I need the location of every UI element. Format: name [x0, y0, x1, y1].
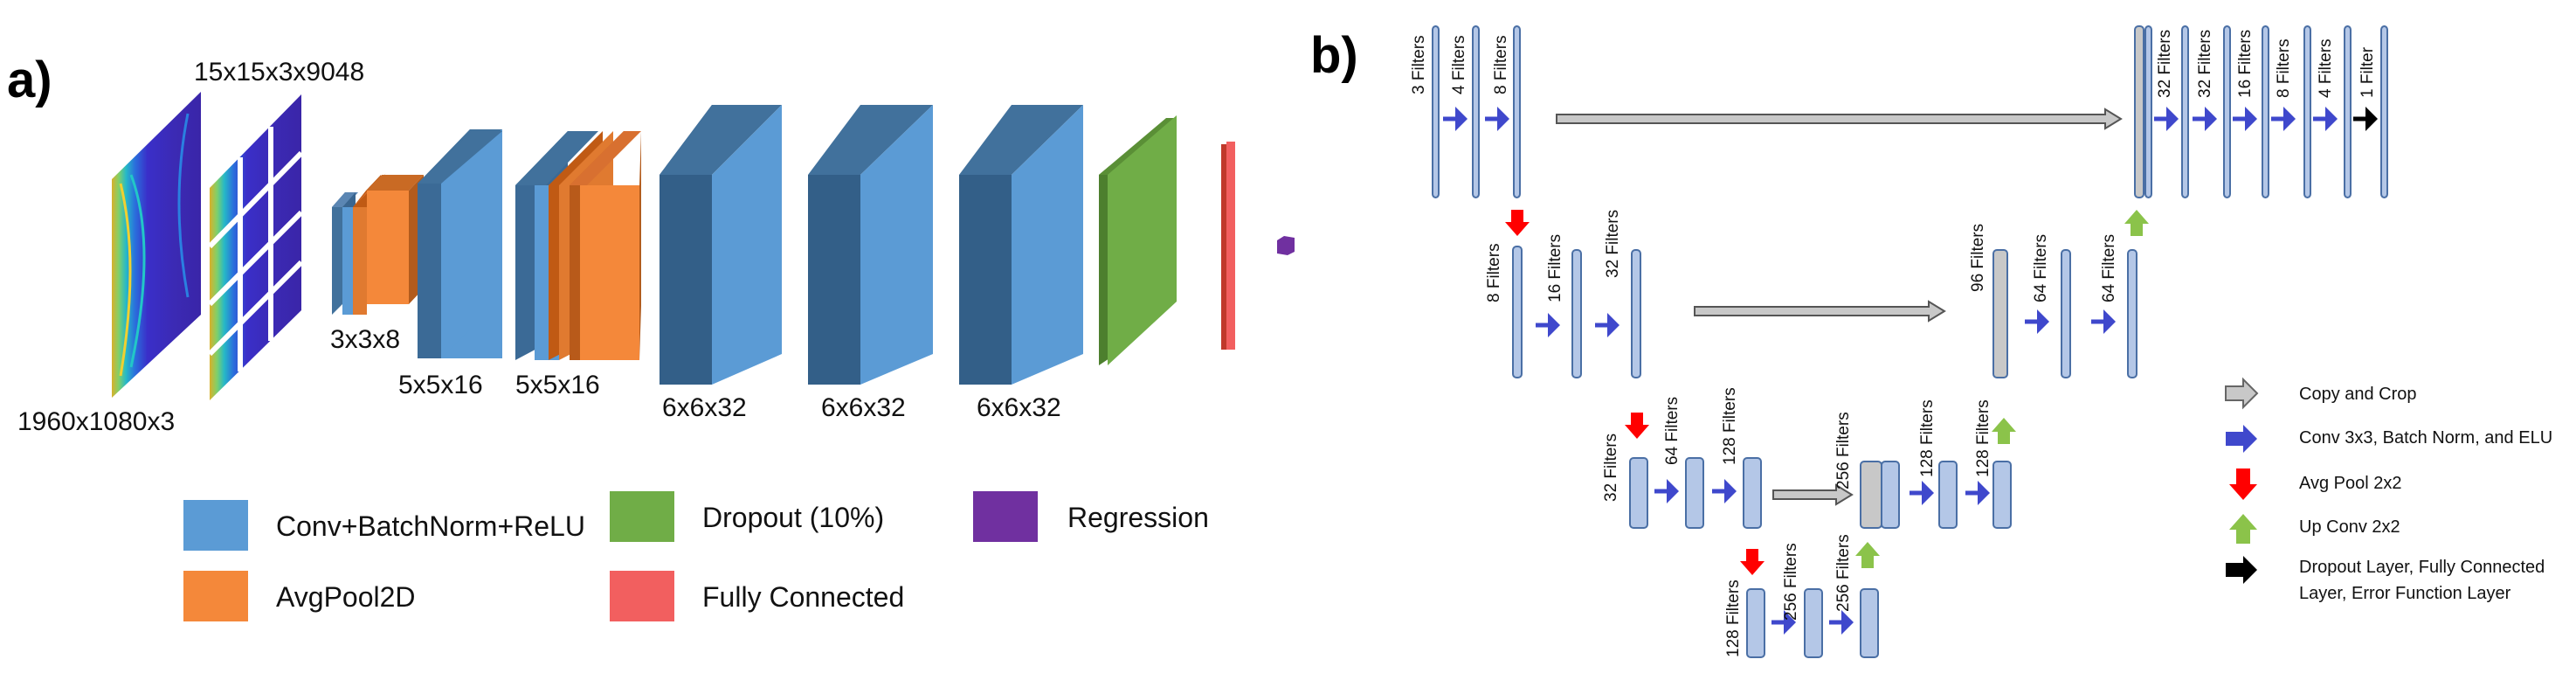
dim-pool1: 3x3x8 [330, 325, 401, 354]
layer-enc1-c [1513, 25, 1521, 198]
legend-conv-label: Conv 3x3, Batch Norm, and ELU [2299, 428, 2553, 448]
legend-swatch-regression [973, 491, 1038, 542]
panel-a-label: a) [7, 52, 52, 108]
legend-label-fc: Fully Connected [702, 581, 905, 613]
layer-dec3-a [1881, 461, 1900, 529]
input-image-slab [112, 92, 201, 398]
layer-bot-b [1804, 588, 1823, 658]
conv-arrow-dec1-e [2313, 107, 2338, 131]
conv6-block [959, 105, 1083, 385]
dim-conv4: 6x6x32 [662, 393, 747, 422]
conv-arrow-enc3-b [1712, 479, 1737, 503]
conv-arrow-enc3-a [1654, 479, 1679, 503]
dim-input: 1960x1080x3 [17, 407, 176, 436]
conv-arrow-dec1-c [2233, 107, 2257, 131]
conv-arrow-bot-b [1829, 610, 1854, 635]
layer-enc1-b [1472, 25, 1480, 198]
fully-connected-block [1221, 142, 1235, 350]
layer-dec1-d [2262, 25, 2269, 198]
dim-patches: 15x15x3x9048 [194, 58, 365, 87]
layer-enc3-a [1629, 457, 1648, 529]
patches-slab [207, 94, 304, 400]
conv-arrow-dec3-b [1965, 481, 1990, 505]
conv4-block [660, 105, 782, 385]
layer-dec2-concat [1992, 249, 2008, 378]
legend-label-dropout: Dropout (10%) [702, 502, 885, 533]
legend-final-label: Dropout Layer, Fully Connected Layer, Er… [2299, 558, 2545, 603]
conv-arrow-dec2-a [2025, 309, 2049, 334]
layer-enc2-b [1571, 249, 1582, 378]
dim-conv5: 6x6x32 [821, 393, 906, 422]
layer-dec1-c [2223, 25, 2231, 198]
layer-dec3-b [1938, 461, 1958, 529]
legend-swatch-fc [610, 571, 674, 621]
conv-arrow-enc2-a [1536, 313, 1560, 337]
layer-enc3-c [1743, 457, 1762, 529]
panel-b-label: b) [1310, 27, 1358, 84]
pool1-block [332, 173, 424, 315]
layer-enc2-c [1631, 249, 1641, 378]
legend-up-icon [2229, 514, 2257, 544]
legend-label-conv: Conv+BatchNorm+ReLU [276, 510, 585, 542]
copy-arrow-3 [1772, 483, 1854, 506]
cnn-architecture-diagram [112, 92, 1295, 400]
conv-arrow-enc2-b [1595, 313, 1619, 337]
conv-arrow-enc1-b [1485, 107, 1509, 131]
conv-arrow-dec1-a [2154, 107, 2179, 131]
copy-arrow-2 [1694, 300, 1946, 323]
up-arrow-2 [1992, 418, 2016, 444]
conv-arrow-dec3-a [1910, 481, 1934, 505]
dim-conv3: 5x5x16 [515, 371, 600, 399]
legend-label-avgpool: AvgPool2D [276, 581, 416, 613]
layer-dec2-a [2061, 249, 2071, 378]
layer-bot-c [1860, 588, 1879, 658]
layer-dec1-f [2344, 25, 2352, 198]
layer-dec1-a [2144, 25, 2152, 198]
legend-final-icon [2226, 556, 2257, 584]
conv2-block [418, 129, 502, 358]
conv-arrow-dec1-b [2193, 107, 2217, 131]
legend-swatch-avgpool [183, 571, 248, 621]
pool-arrow-2 [1625, 413, 1649, 439]
up-arrow-1 [2124, 210, 2149, 236]
dim-conv6: 6x6x32 [977, 393, 1061, 422]
legend-copy-icon [2225, 377, 2259, 410]
legend-label-regression: Regression [1067, 502, 1209, 533]
dropout-block [1099, 115, 1177, 365]
layer-output [2380, 25, 2388, 198]
legend-up-label: Up Conv 2x2 [2299, 517, 2400, 537]
conv-arrow-dec1-d [2271, 107, 2296, 131]
conv5-block [808, 105, 933, 385]
dim-conv2: 5x5x16 [398, 371, 483, 399]
final-arrow [2353, 107, 2378, 131]
conv-arrow-dec2-b [2091, 309, 2116, 334]
conv-arrow-enc1-a [1443, 107, 1468, 131]
legend-copy-label: Copy and Crop [2299, 385, 2417, 404]
conv3-pool-block [515, 131, 641, 360]
legend-swatch-conv [183, 500, 248, 551]
conv-arrow-bot-a [1771, 610, 1796, 635]
pool-arrow-3 [1740, 549, 1765, 575]
layer-dec1-e [2303, 25, 2311, 198]
layer-dec1-b [2181, 25, 2189, 198]
layer-dec2-b [2127, 249, 2137, 378]
legend-swatch-dropout [610, 491, 674, 542]
layer-dec3-c [1992, 461, 2012, 529]
layer-dec1-concat [2134, 25, 2144, 198]
copy-arrow-1 [1556, 108, 2123, 130]
legend-conv-icon [2226, 425, 2257, 453]
legend-pool-label: Avg Pool 2x2 [2299, 474, 2402, 493]
pool-arrow-1 [1505, 210, 1530, 236]
layer-bot-a [1746, 588, 1765, 658]
layer-enc1-a [1432, 25, 1440, 198]
up-arrow-3 [1855, 542, 1880, 568]
legend-pool-icon [2229, 468, 2257, 500]
layer-enc3-b [1685, 457, 1704, 529]
regression-block [1277, 236, 1295, 255]
layer-enc2-a [1512, 246, 1523, 378]
